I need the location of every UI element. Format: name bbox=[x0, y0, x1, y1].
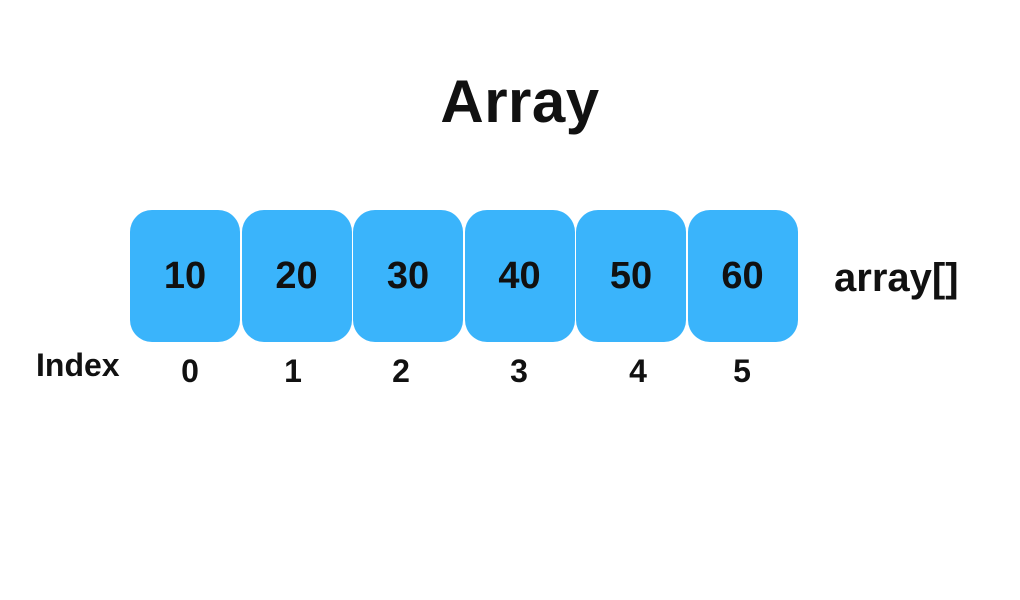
array-name-label: array[] bbox=[834, 256, 959, 300]
array-cell: 20 bbox=[241, 210, 352, 342]
index-row: 0 1 2 3 4 5 bbox=[0, 352, 1020, 392]
array-cell: 50 bbox=[576, 210, 686, 342]
index-number: 2 bbox=[392, 353, 410, 389]
index-number: 4 bbox=[629, 353, 647, 389]
index-number: 5 bbox=[733, 353, 751, 389]
index-number: 3 bbox=[510, 353, 528, 389]
index-number: 1 bbox=[284, 353, 302, 389]
array-cell: 40 bbox=[464, 210, 575, 342]
array-cell: 30 bbox=[353, 210, 463, 342]
index-row-label: Index bbox=[36, 347, 120, 383]
diagram-title: Array bbox=[440, 68, 600, 135]
array-cell: 60 bbox=[687, 210, 798, 342]
index-number: 0 bbox=[181, 353, 199, 389]
array-cell: 10 bbox=[130, 210, 240, 342]
